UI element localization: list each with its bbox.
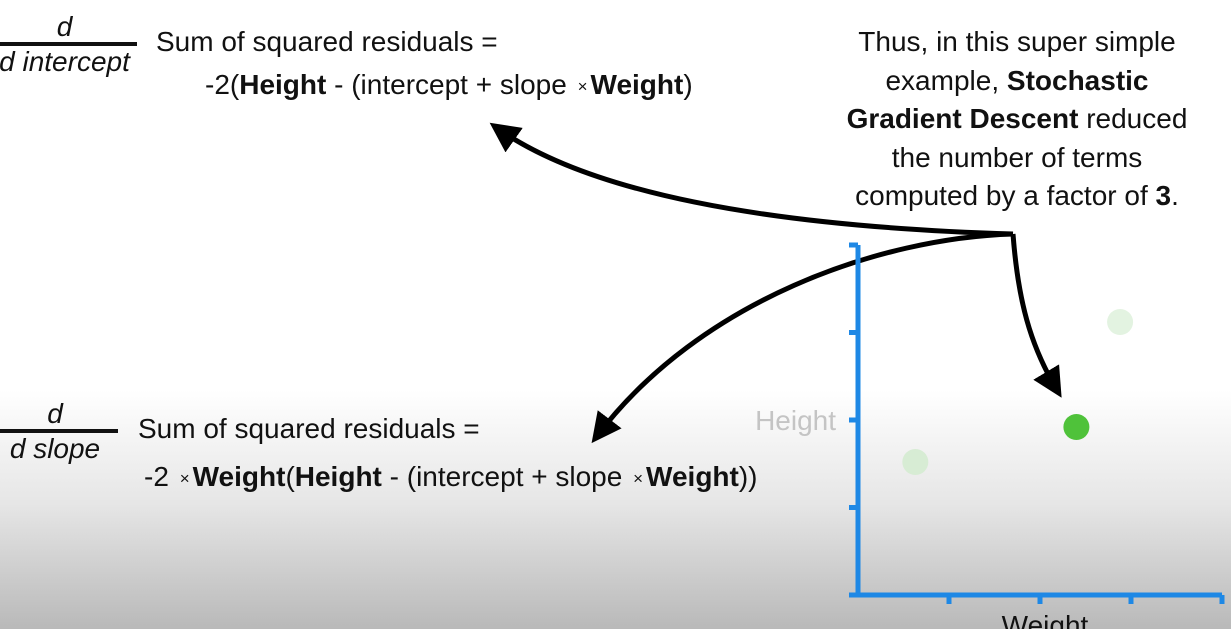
data-point bbox=[1107, 309, 1134, 335]
multiply-sign: × bbox=[633, 469, 644, 488]
slope-equation-lhs: Sum of squared residuals = bbox=[138, 413, 480, 444]
fraction-bar bbox=[0, 42, 137, 46]
summary-note: Thus, in this super simple example, Stoc… bbox=[846, 26, 1188, 211]
intercept-equation-rhs: -2(Height - (intercept + slope ×Weight) bbox=[205, 69, 693, 100]
slope-equation-rhs: -2 ×Weight(Height - (intercept + slope ×… bbox=[144, 461, 758, 492]
multiply-sign: × bbox=[179, 469, 190, 488]
fraction-denominator: d slope bbox=[9, 433, 101, 464]
data-point bbox=[902, 449, 929, 475]
highlighted-data-point bbox=[1063, 414, 1090, 440]
fraction-denominator: d intercept bbox=[0, 46, 130, 77]
x-axis-label: Weight bbox=[1002, 610, 1089, 629]
intercept-equation-lhs: Sum of squared residuals = bbox=[156, 26, 498, 57]
intercept-derivative-fraction: d d intercept bbox=[0, 13, 137, 76]
arrow-to-slope-equation bbox=[591, 231, 1014, 444]
fraction-numerator: d bbox=[56, 11, 73, 42]
slope-derivative-fraction: d d slope bbox=[0, 400, 118, 463]
multiply-sign: × bbox=[577, 77, 588, 96]
fraction-numerator: d bbox=[47, 398, 63, 429]
arrow-to-highlighted-point bbox=[1010, 233, 1062, 398]
y-axis-label: Height bbox=[755, 405, 836, 436]
arrow-to-intercept-equation bbox=[489, 122, 1014, 237]
fraction-bar bbox=[0, 429, 118, 433]
